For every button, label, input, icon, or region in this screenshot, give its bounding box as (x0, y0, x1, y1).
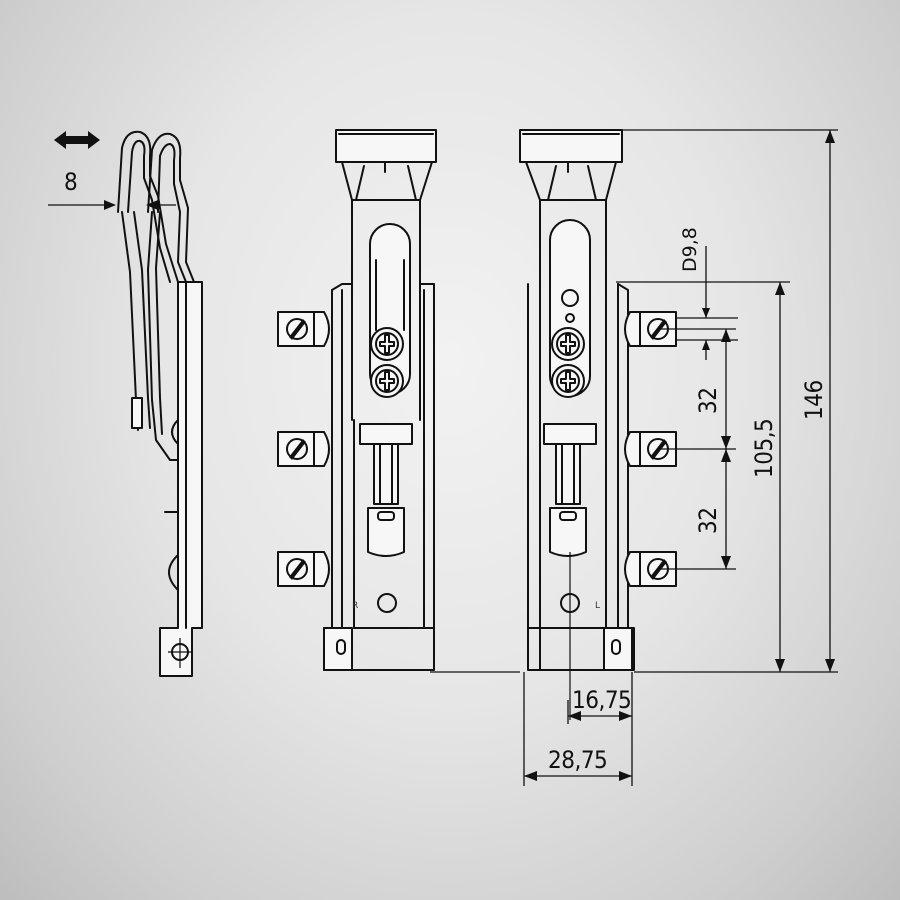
dim-hole-diameter-label: D9,8 (679, 227, 701, 272)
side-view: 8 (48, 130, 203, 677)
dim-span-label: 105,5 (750, 419, 778, 478)
front-view-left: L (519, 129, 677, 720)
front-view-right: R (277, 129, 437, 671)
dim-spacing-lower-label: 32 (694, 508, 722, 534)
dim-width-outer-label: 28,75 (548, 746, 607, 774)
dim-spacing-upper-label: 32 (694, 388, 722, 414)
dimension-lines: 146 105,5 32 32 D9,8 16,75 28,75 (430, 129, 838, 786)
left-marking: L (595, 601, 600, 611)
dim-offset-label: 8 (64, 168, 77, 196)
dim-total-height-label: 146 (800, 380, 828, 420)
right-marking: R (352, 601, 358, 611)
dim-width-inner-label: 16,75 (572, 686, 631, 714)
